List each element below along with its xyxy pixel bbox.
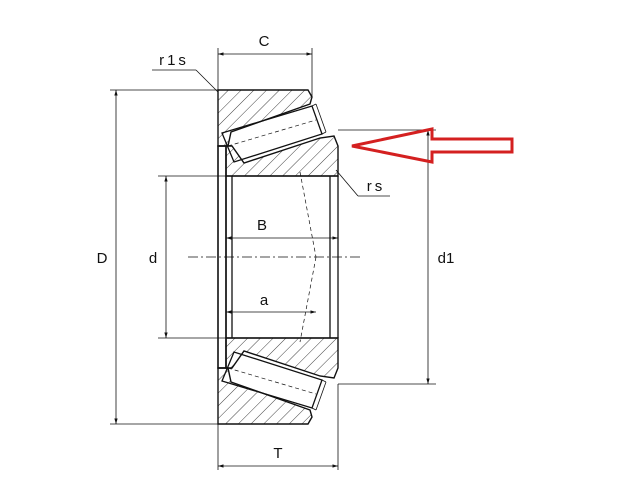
dimension-B: B — [226, 217, 338, 240]
dimension-d1: d1 — [338, 129, 455, 385]
callout-r1s: r1s — [152, 52, 219, 93]
label-d1: d1 — [438, 250, 455, 267]
lower-inner-ring — [225, 337, 339, 379]
center-lines — [188, 171, 360, 343]
upper-outer-ring — [217, 89, 313, 147]
label-B: B — [257, 217, 267, 234]
label-D: D — [97, 250, 108, 267]
lower-roller — [221, 351, 327, 411]
upper-roller — [221, 103, 327, 163]
label-d: d — [149, 250, 157, 267]
dimension-D: D — [97, 89, 218, 425]
label-rs: rs — [367, 178, 386, 195]
red-pointer-arrow — [351, 127, 514, 164]
label-a: a — [260, 292, 269, 309]
label-r1s: r1s — [159, 52, 189, 69]
lower-outer-ring — [217, 367, 313, 425]
dimension-a: a — [226, 292, 316, 314]
label-C: C — [259, 33, 270, 50]
dimension-d: d — [149, 175, 226, 339]
dimension-C: C — [217, 33, 313, 97]
label-T: T — [273, 445, 282, 462]
dimension-T: T — [217, 384, 339, 470]
upper-inner-ring — [225, 135, 339, 177]
callout-rs: rs — [335, 169, 390, 197]
